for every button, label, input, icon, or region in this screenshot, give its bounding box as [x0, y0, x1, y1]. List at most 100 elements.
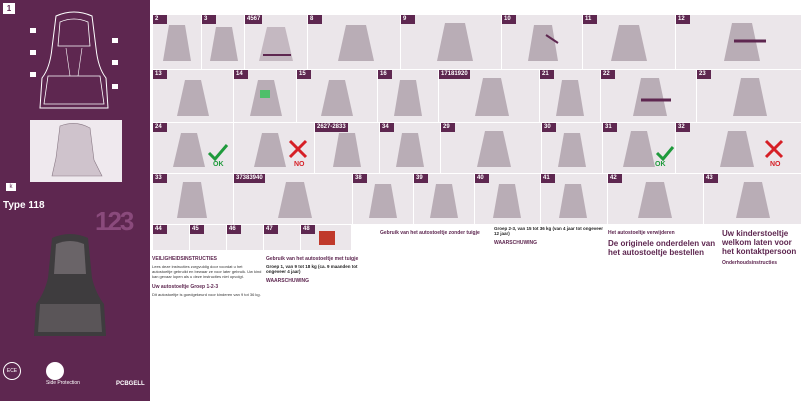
step-illustration [556, 80, 584, 116]
step-number: 30 [542, 123, 556, 132]
step-panel-12: 12 [675, 14, 802, 70]
side-protection-label: Side Protection [46, 380, 80, 386]
step-illustration [733, 78, 767, 116]
step-panel-47: 47 [263, 224, 301, 251]
text-column-5: Het autostoeltje verwijderen De originel… [608, 226, 718, 260]
step-illustration [623, 131, 675, 167]
group23-subheading: Groep 2-3, van 15 tot 36 kg (van 4 jaar … [494, 226, 604, 237]
text-column-1: VEILIGHEIDSINSTRUCTIES Lees deze instruc… [152, 252, 262, 300]
order-parts-heading: De originele onderdelen van het autostoe… [608, 239, 716, 257]
contact-heading: Uw kinderstoeltje welkom laten voor het … [722, 229, 797, 256]
step-panel-44: 44 [152, 224, 190, 251]
step-panel-10: 10 [501, 14, 583, 70]
step-illustration [477, 131, 511, 167]
step-illustration [250, 80, 282, 116]
harness-heading: Gebruik van het autostoeltje met tuigje [266, 256, 359, 262]
step-number: 23 [697, 70, 711, 79]
group-logo: 123 [95, 206, 134, 236]
step-panel-34: 34 [379, 122, 441, 174]
step-panel-40: 40 [474, 173, 541, 225]
step-panel-46: 46 [226, 224, 264, 251]
step-illustration [437, 23, 473, 61]
step-number: 4567 [245, 15, 263, 24]
step-illustration [611, 25, 647, 61]
step-number: 43 [704, 174, 718, 183]
step-panel-no: NO [233, 122, 315, 174]
step-illustration [333, 133, 361, 167]
step-panel-17181920: 17181920 [438, 69, 540, 123]
step-number: 10 [502, 15, 516, 24]
step-illustration [558, 133, 586, 167]
step-number: 17181920 [439, 70, 470, 79]
step-panel-21: 21 [539, 69, 601, 123]
text-column-6: Uw kinderstoeltje welkom laten voor het … [722, 226, 798, 268]
text-column-3: Gebruik van het autostoeltje zonder tuig… [380, 226, 490, 238]
step-number: 9 [401, 15, 415, 24]
step-number: 39 [414, 174, 428, 183]
step-panel-32: 32 NO [675, 122, 802, 174]
step-illustration [321, 80, 353, 116]
step-illustration [394, 80, 422, 116]
text-column-2: Gebruik van het autostoeltje met tuigje … [266, 252, 376, 286]
remove-heading: Het autostoeltje verwijderen [608, 230, 675, 236]
maintenance-heading: Onderhoudsinstructies [722, 260, 778, 266]
step-illustration [493, 184, 521, 218]
step-number: 13 [153, 70, 167, 79]
step-illustration [720, 131, 784, 167]
product-code: PCBGELL [116, 381, 145, 387]
step-panel-11: 11 [582, 14, 676, 70]
step-panel-14: 14 [233, 69, 297, 123]
step-panel-38: 38 [352, 173, 414, 225]
step-panel-9: 9 [400, 14, 502, 70]
step-illustration [638, 182, 672, 218]
step-number: 2 [153, 15, 167, 24]
step-number: 42 [608, 174, 622, 183]
warning-heading-2: WAARSCHUWING [494, 240, 538, 247]
step-number: 47 [264, 225, 278, 234]
step-number: 15 [297, 70, 311, 79]
step-number: 24 [153, 123, 167, 132]
step-number: 2627-2833 [315, 123, 348, 132]
ok-label: OK [213, 161, 224, 168]
step-panel-39: 39 [413, 173, 475, 225]
step-number: 29 [441, 123, 455, 132]
no-harness-heading: Gebruik van het autostoeltje zonder tuig… [380, 230, 480, 236]
step-panel-2: 2 [152, 14, 202, 70]
step-panel-23: 23 [696, 69, 802, 123]
seat-side-illustration [30, 120, 122, 182]
step-number: 48 [301, 225, 315, 234]
step-panel-42: 42 [607, 173, 704, 225]
step-panel-31: 31 OK [602, 122, 676, 174]
step-number: 45 [190, 225, 204, 234]
step-panel-45: 45 [189, 224, 227, 251]
step-number: 16 [378, 70, 392, 79]
no-label: NO [294, 161, 305, 168]
group-heading: Uw autostoeltje Groep 1-2-3 [152, 283, 219, 290]
step-panel-43: 43 [703, 173, 802, 225]
step-panel-8: 8 [307, 14, 401, 70]
car-seat-parts-illustration [30, 11, 118, 109]
step-illustration [163, 25, 191, 61]
cover-panel: 1 k Type 118 123 ECE Side Protection PCB… [0, 0, 150, 401]
step-number: 22 [601, 70, 615, 79]
step-illustration [396, 133, 424, 167]
step-number-1: 1 [3, 3, 15, 14]
ok-label: OK [655, 161, 666, 168]
step-number: 14 [234, 70, 248, 79]
model-title: Type 118 [3, 200, 45, 211]
step-number: 34 [380, 123, 394, 132]
step-panel-24: 24 OK [152, 122, 234, 174]
step-number: 12 [676, 15, 690, 24]
step-number: 8 [308, 15, 322, 24]
step-illustration [173, 133, 229, 167]
step-panel-22: 22 [600, 69, 697, 123]
step-panel-41: 41 [540, 173, 608, 225]
safety-heading: VEILIGHEIDSINSTRUCTIES [152, 256, 218, 262]
step-panel-37383940: 37383940 [233, 173, 353, 225]
step-number: 38 [353, 174, 367, 183]
step-illustration [278, 182, 312, 218]
step-illustration [338, 25, 374, 61]
step-number: 32 [676, 123, 690, 132]
step-illustration [724, 23, 766, 61]
